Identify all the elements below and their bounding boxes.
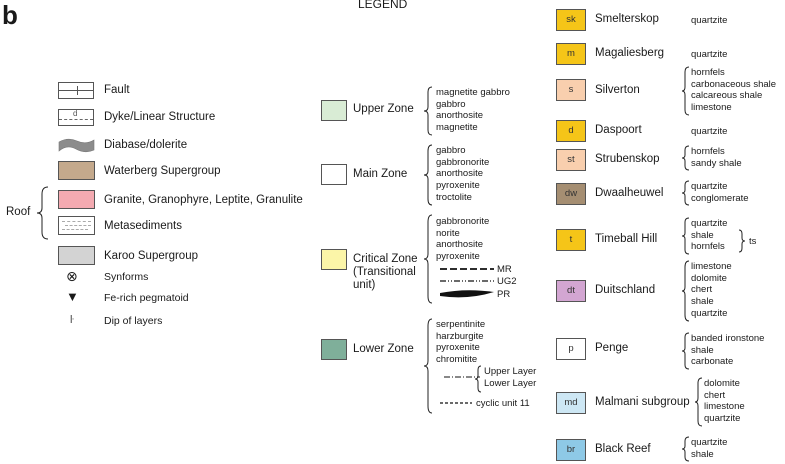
unit-d-box: d <box>556 120 586 142</box>
unit-br-name: Black Reef <box>595 443 651 455</box>
upper-zone-brace <box>423 86 433 136</box>
unit-m-name: Magaliesberg <box>595 47 665 59</box>
unit-dw-brace <box>681 180 690 206</box>
diabase-swatch <box>58 138 95 153</box>
lower-zone-swatch <box>321 339 347 360</box>
granite-swatch <box>58 190 95 209</box>
granite-label: Granite, Granophyre, Leptite, Granulite <box>104 194 303 206</box>
unit-dt-brace <box>681 260 690 322</box>
marker-mr: MR <box>497 264 512 275</box>
unit-dw-box: dw <box>556 183 586 205</box>
lower-layer-lines <box>444 376 480 378</box>
dyke-label: Dyke/Linear Structure <box>104 111 216 123</box>
unit-dt-box: dt <box>556 280 586 302</box>
unit-p-box: p <box>556 338 586 360</box>
unit-s-brace <box>681 66 690 116</box>
main-zone-brace <box>423 144 433 206</box>
lower-zone-name: Lower Zone <box>353 343 414 355</box>
unit-sk-rocks: quartzite <box>691 15 728 26</box>
unit-t-box: t <box>556 229 586 251</box>
critical-zone-marker-lines <box>440 268 494 298</box>
unit-m-rocks: quartzite <box>691 49 728 60</box>
legend-title: LEGEND <box>358 0 408 11</box>
unit-st-name: Strubenskop <box>595 153 660 165</box>
dip-icon: ŀ <box>70 314 74 326</box>
roof-label: Roof <box>6 206 31 218</box>
unit-md-brace <box>694 377 703 427</box>
unit-md-box: md <box>556 392 586 414</box>
unit-st-box: st <box>556 149 586 171</box>
cyclic-unit-label: cyclic unit 11 <box>476 398 530 409</box>
dyke-box-text: d <box>73 109 78 118</box>
karoo-swatch <box>58 246 95 265</box>
layer-brace <box>474 365 482 393</box>
cyclic-unit-line <box>440 402 472 404</box>
unit-sk-name: Smelterskop <box>595 13 659 25</box>
critical-zone-brace <box>423 214 433 304</box>
waterberg-label: Waterberg Supergroup <box>104 165 221 177</box>
triangle-icon: ▼ <box>66 289 79 304</box>
unit-dt-name: Duitschland <box>595 284 656 296</box>
panel-letter: b <box>2 0 18 30</box>
unit-s-name: Silverton <box>595 84 640 96</box>
lower-zone-brace <box>423 318 433 414</box>
unit-sk-box: sk <box>556 9 586 31</box>
unit-t-ts-brace <box>738 229 746 253</box>
lower-layer-label: Lower Layer <box>484 378 537 389</box>
marker-ug2: UG2 <box>497 276 517 287</box>
diabase-label: Diabase/dolerite <box>104 139 188 151</box>
unit-br-box: br <box>556 439 586 461</box>
critical-zone-swatch <box>321 249 347 270</box>
dip-label: Dip of layers <box>104 315 163 327</box>
main-zone-swatch <box>321 164 347 185</box>
upper-zone-swatch <box>321 100 347 121</box>
unit-t-brace <box>681 217 690 255</box>
unit-p-name: Penge <box>595 342 629 354</box>
fe-pegmatoid-label: Fe-rich pegmatoid <box>104 292 189 304</box>
unit-d-name: Daspoort <box>595 124 642 136</box>
unit-m-box: m <box>556 43 586 65</box>
metasediments-label: Metasediments <box>104 220 182 232</box>
fault-label: Fault <box>104 84 130 96</box>
unit-br-brace <box>681 436 690 462</box>
unit-md-name: Malmani subgroup <box>595 396 690 408</box>
dyke-symbol: d <box>58 109 94 126</box>
unit-p-brace <box>681 332 690 370</box>
unit-t-name: Timeball Hill <box>595 233 658 245</box>
main-zone-name: Main Zone <box>353 168 408 180</box>
karoo-label: Karoo Supergroup <box>104 250 198 262</box>
unit-st-brace <box>681 145 690 171</box>
upper-layer-label: Upper Layer <box>484 366 537 377</box>
unit-s-box: s <box>556 79 586 101</box>
roof-brace <box>36 186 49 240</box>
unit-t-group-label: ts <box>749 236 757 247</box>
unit-dw-name: Dwaalheuwel <box>595 187 664 199</box>
marker-pr: PR <box>497 289 511 300</box>
upper-zone-name: Upper Zone <box>353 103 414 115</box>
fault-symbol <box>58 82 94 99</box>
synforms-label: Synforms <box>104 271 149 283</box>
metasediments-swatch <box>58 216 95 235</box>
synform-icon: ⊗ <box>66 268 78 284</box>
unit-d-rocks: quartzite <box>691 126 728 137</box>
waterberg-swatch <box>58 161 95 180</box>
